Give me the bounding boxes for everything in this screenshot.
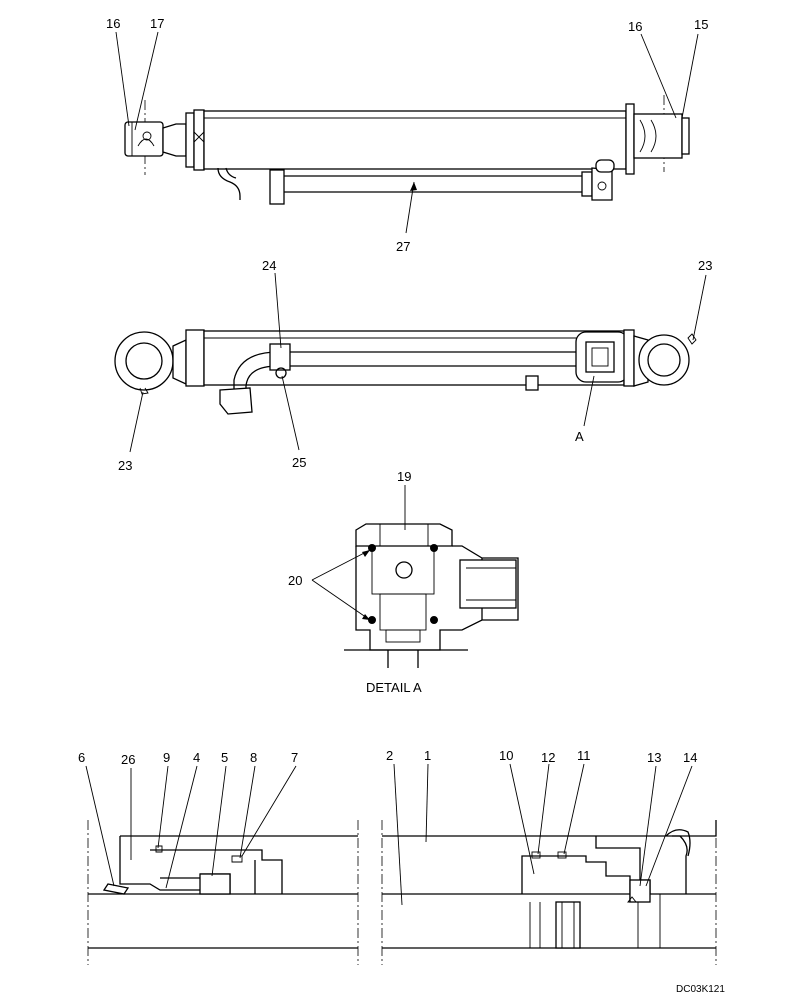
callout-16: 16 [106, 16, 120, 31]
callout-9: 9 [163, 750, 170, 765]
callout-8: 8 [250, 750, 257, 765]
callout-23: 23 [698, 258, 712, 273]
callout-10: 10 [499, 748, 513, 763]
cylinder-side-view: 24 23 23 25 A [114, 258, 712, 473]
callout-25: 25 [292, 455, 306, 470]
callout-16: 16 [628, 19, 642, 34]
callout-26: 26 [121, 752, 135, 767]
callout-1: 1 [424, 748, 431, 763]
callout-2: 2 [386, 748, 393, 763]
callout-15: 15 [694, 17, 708, 32]
callout-4: 4 [193, 750, 200, 765]
section-piston: 2 1 10 12 11 13 14 [381, 748, 717, 965]
callout-12: 12 [541, 750, 555, 765]
callout-20: 20 [288, 573, 302, 588]
section-rod-gland: 6 26 9 4 5 8 7 [78, 750, 359, 965]
callout-6: 6 [78, 750, 85, 765]
callout-11: 11 [577, 748, 591, 763]
callout-7: 7 [291, 750, 298, 765]
callout-24: 24 [262, 258, 276, 273]
callout-a: A [575, 429, 584, 444]
callout-23: 23 [118, 458, 132, 473]
callout-5: 5 [221, 750, 228, 765]
callout-14: 14 [683, 750, 697, 765]
detail-a: 19 20 DETAIL A [288, 469, 519, 695]
detail-caption: DETAIL A [366, 680, 422, 695]
cylinder-top-view: 16 17 16 15 27 [106, 16, 708, 254]
drawing-code: DC03K121 [676, 984, 725, 995]
callout-27: 27 [396, 239, 410, 254]
callout-13: 13 [647, 750, 661, 765]
callout-17: 17 [150, 16, 164, 31]
callout-19: 19 [397, 469, 411, 484]
